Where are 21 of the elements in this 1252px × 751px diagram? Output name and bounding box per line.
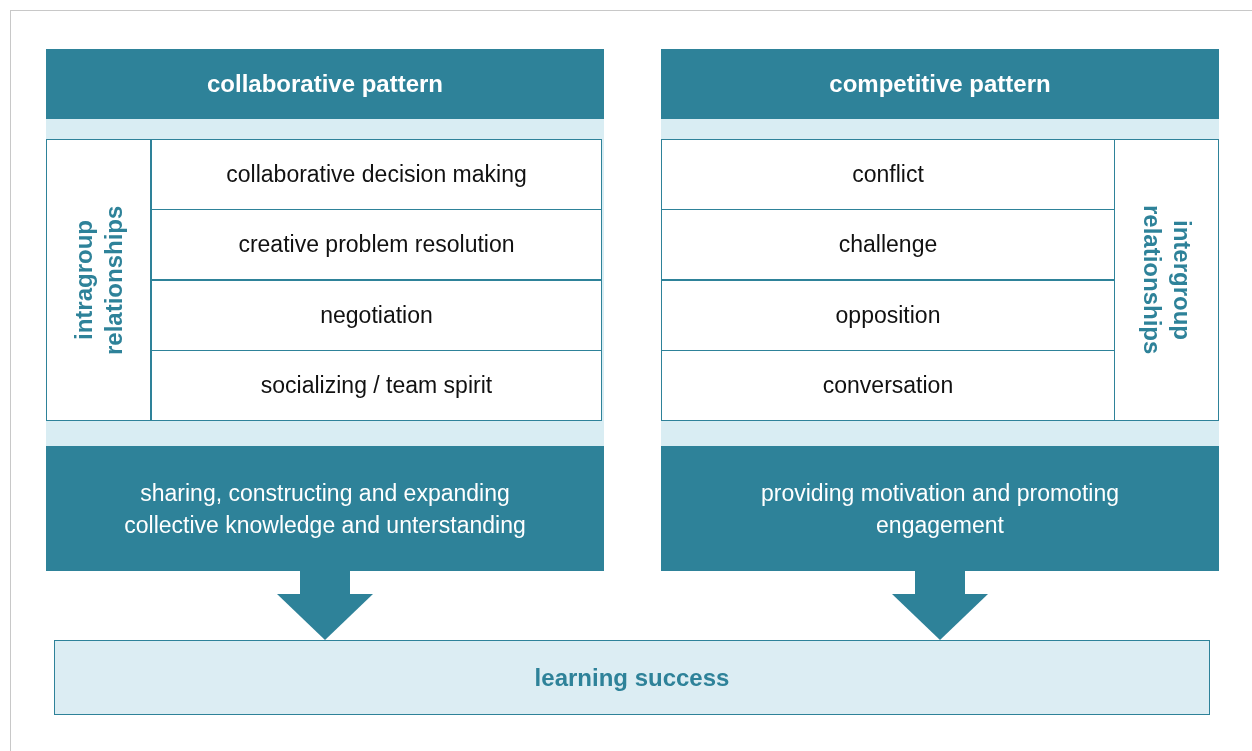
pattern-row: opposition	[661, 280, 1115, 351]
block-arrow	[277, 571, 373, 640]
pattern-row: creative problem resolution	[151, 209, 602, 280]
pattern-panel	[661, 49, 1219, 571]
pattern-row: negotiation	[151, 280, 602, 351]
pattern-row: collaborative decision making	[151, 139, 602, 210]
panel-heading: competitive pattern	[661, 49, 1219, 119]
pattern-row: socializing / team spirit	[151, 350, 602, 421]
block-arrow	[892, 571, 988, 640]
pattern-row: challenge	[661, 209, 1115, 280]
outcome-box: sharing, constructing and expanding collective knowledge and unterstanding	[46, 446, 604, 571]
pattern-panel	[46, 49, 604, 571]
pattern-row: conflict	[661, 139, 1115, 210]
vertical-label: intragroup relationships	[68, 204, 128, 357]
label-cell	[46, 139, 151, 421]
label-cell	[1114, 139, 1219, 421]
pattern-row: conversation	[661, 350, 1115, 421]
outcome-box: providing motivation and promoting engagement	[661, 446, 1219, 571]
vertical-label: intergroup relationships	[1137, 204, 1197, 357]
panel-heading: collaborative pattern	[46, 49, 604, 119]
result-box: learning success	[54, 640, 1210, 715]
